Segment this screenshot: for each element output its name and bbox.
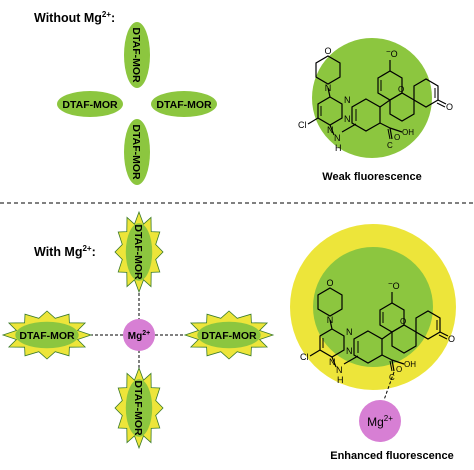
probe-right-with-mg: DTAF-MOR bbox=[183, 310, 275, 360]
probe-bottom-with-mg: DTAF-MOR bbox=[114, 366, 164, 450]
probe-top-no-mg: DTAF-MOR bbox=[124, 22, 150, 88]
svg-text:O: O bbox=[446, 102, 453, 112]
svg-text:N: N bbox=[344, 114, 351, 124]
mg-ion-bound-label: Mg2+ bbox=[367, 414, 393, 429]
svg-text:DTAF-MOR: DTAF-MOR bbox=[130, 27, 142, 83]
dtaf-mor-structure-top: O N N N N Cl N H −O O O C O OH bbox=[298, 46, 453, 153]
svg-text:−O: −O bbox=[386, 47, 398, 59]
svg-text:O: O bbox=[396, 365, 402, 374]
probe-right-no-mg: DTAF-MOR bbox=[151, 91, 217, 117]
svg-text:H: H bbox=[335, 143, 342, 153]
svg-text:H: H bbox=[337, 375, 344, 385]
svg-text:DTAF-MOR: DTAF-MOR bbox=[130, 124, 142, 180]
weak-fluorescence-caption: Weak fluorescence bbox=[322, 171, 421, 183]
mg-ion-bound bbox=[359, 400, 401, 442]
svg-text:O: O bbox=[326, 278, 333, 288]
weak-fluorescence-circle bbox=[312, 38, 432, 158]
starburst-bottom-label: DTAF-MOR bbox=[132, 380, 144, 436]
probe-bottom-no-mg: DTAF-MOR bbox=[124, 119, 150, 185]
svg-text:−O: −O bbox=[388, 279, 400, 291]
top-heading: Without Mg2+: bbox=[34, 10, 115, 25]
bottom-panel: With Mg2+: DTAF-MOR DTAF-MOR DTAF-MOR DT… bbox=[1, 210, 456, 462]
svg-text:N: N bbox=[346, 327, 353, 337]
starburst-right-core bbox=[197, 321, 261, 349]
starburst-bottom-core bbox=[125, 379, 153, 437]
top-panel: Without Mg2+: DTAF-MOR DTAF-MOR DTAF-MOR… bbox=[34, 10, 453, 185]
starburst-right-label: DTAF-MOR bbox=[201, 330, 257, 342]
svg-text:OH: OH bbox=[404, 360, 416, 369]
svg-text:C: C bbox=[387, 141, 393, 150]
svg-text:N: N bbox=[346, 346, 353, 356]
svg-text:O: O bbox=[448, 334, 455, 344]
svg-text:O: O bbox=[324, 46, 331, 56]
svg-text:OH: OH bbox=[402, 128, 414, 137]
svg-text:N: N bbox=[329, 357, 336, 367]
dtaf-mor-structure-bottom: O N N N N Cl N H −O O O C O OH bbox=[300, 278, 455, 385]
svg-text:N: N bbox=[327, 125, 334, 135]
probe-left-no-mg: DTAF-MOR bbox=[57, 91, 123, 117]
probe-top-with-mg: DTAF-MOR bbox=[114, 210, 164, 294]
enhanced-fluorescence-circle bbox=[313, 247, 433, 367]
svg-text:DTAF-MOR: DTAF-MOR bbox=[62, 99, 118, 111]
svg-text:N: N bbox=[325, 83, 332, 93]
probe-left-with-mg: DTAF-MOR bbox=[1, 310, 93, 360]
svg-text:O: O bbox=[398, 85, 404, 94]
svg-text:N: N bbox=[336, 365, 343, 375]
starburst-left-core bbox=[15, 321, 79, 349]
svg-text:N: N bbox=[327, 315, 334, 325]
starburst-top-core bbox=[125, 223, 153, 281]
svg-text:Cl: Cl bbox=[298, 120, 307, 130]
svg-text:DTAF-MOR: DTAF-MOR bbox=[156, 99, 212, 111]
svg-text:N: N bbox=[344, 95, 351, 105]
starburst-top-label: DTAF-MOR bbox=[132, 224, 144, 280]
mg-ion-center bbox=[123, 319, 155, 351]
svg-text:O: O bbox=[394, 133, 400, 142]
mg-ion-center-label: Mg2+ bbox=[128, 330, 150, 342]
svg-text:N: N bbox=[334, 133, 341, 143]
enhanced-fluorescence-caption: Enhanced fluorescence bbox=[330, 450, 454, 462]
starburst-left-label: DTAF-MOR bbox=[19, 330, 75, 342]
svg-text:Cl: Cl bbox=[300, 352, 309, 362]
svg-text:O: O bbox=[400, 317, 406, 326]
bottom-heading: With Mg2+: bbox=[34, 244, 96, 259]
